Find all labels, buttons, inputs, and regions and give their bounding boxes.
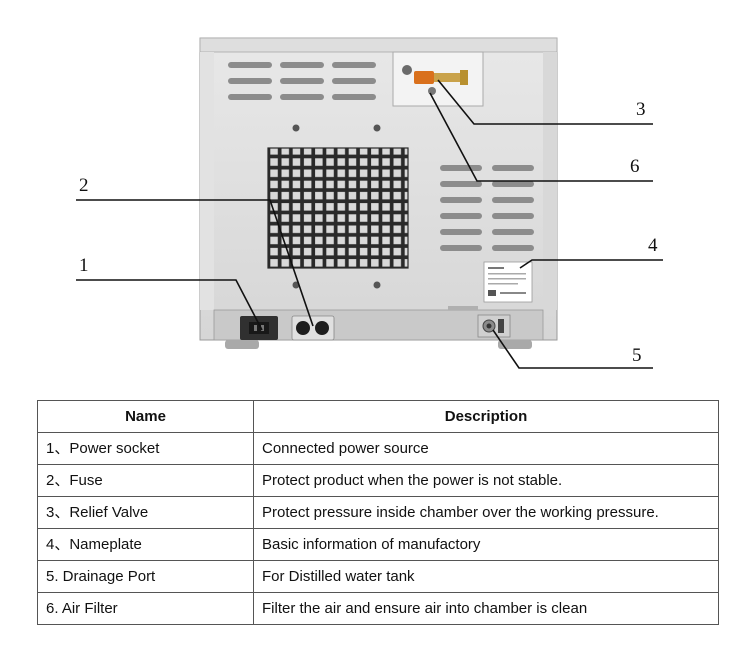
serial-sticker	[448, 306, 478, 310]
row-description: Basic information of manufactory	[253, 528, 719, 561]
row-name: 1、Power socket	[37, 432, 254, 465]
header-name: Name	[37, 400, 254, 433]
row-name: 5. Drainage Port	[37, 560, 254, 593]
nameplate	[483, 261, 533, 303]
header-description: Description	[253, 400, 719, 433]
component-table: Name Description 1、Power socket Connecte…	[37, 400, 719, 625]
row-description: Protect pressure inside chamber over the…	[253, 496, 719, 529]
device-rear-illustration	[76, 37, 663, 369]
relief-valve-assembly	[392, 51, 484, 107]
table-row: 3、Relief Valve Protect pressure inside c…	[37, 496, 719, 529]
fan-grille	[267, 147, 409, 269]
fuse-holders	[291, 315, 335, 341]
table-row: 2、Fuse Protect product when the power is…	[37, 464, 719, 497]
callout-2: 2	[79, 175, 89, 196]
table-row: 5. Drainage Port For Distilled water tan…	[37, 560, 719, 593]
table-row: 4、Nameplate Basic information of manufac…	[37, 528, 719, 561]
callout-6: 6	[630, 156, 640, 177]
row-description: For Distilled water tank	[253, 560, 719, 593]
table-header-row: Name Description	[37, 400, 719, 433]
callout-3: 3	[636, 99, 646, 120]
row-description: Protect product when the power is not st…	[253, 464, 719, 497]
table-row: 1、Power socket Connected power source	[37, 432, 719, 465]
power-socket	[240, 316, 278, 340]
row-name: 3、Relief Valve	[37, 496, 254, 529]
top-vents	[228, 62, 376, 100]
row-description: Connected power source	[253, 432, 719, 465]
callout-1: 1	[79, 255, 89, 276]
table-row: 6. Air Filter Filter the air and ensure …	[37, 592, 719, 625]
row-name: 6. Air Filter	[37, 592, 254, 625]
row-name: 2、Fuse	[37, 464, 254, 497]
device-rear-figure: 1 2 3 4 5 6	[76, 37, 663, 369]
row-description: Filter the air and ensure air into chamb…	[253, 592, 719, 625]
callout-4: 4	[648, 235, 658, 256]
drainage-port	[477, 314, 511, 338]
row-name: 4、Nameplate	[37, 528, 254, 561]
callout-5: 5	[632, 345, 642, 366]
device-feet	[225, 340, 532, 349]
callout-leaders	[76, 79, 663, 369]
side-vents	[440, 165, 534, 251]
